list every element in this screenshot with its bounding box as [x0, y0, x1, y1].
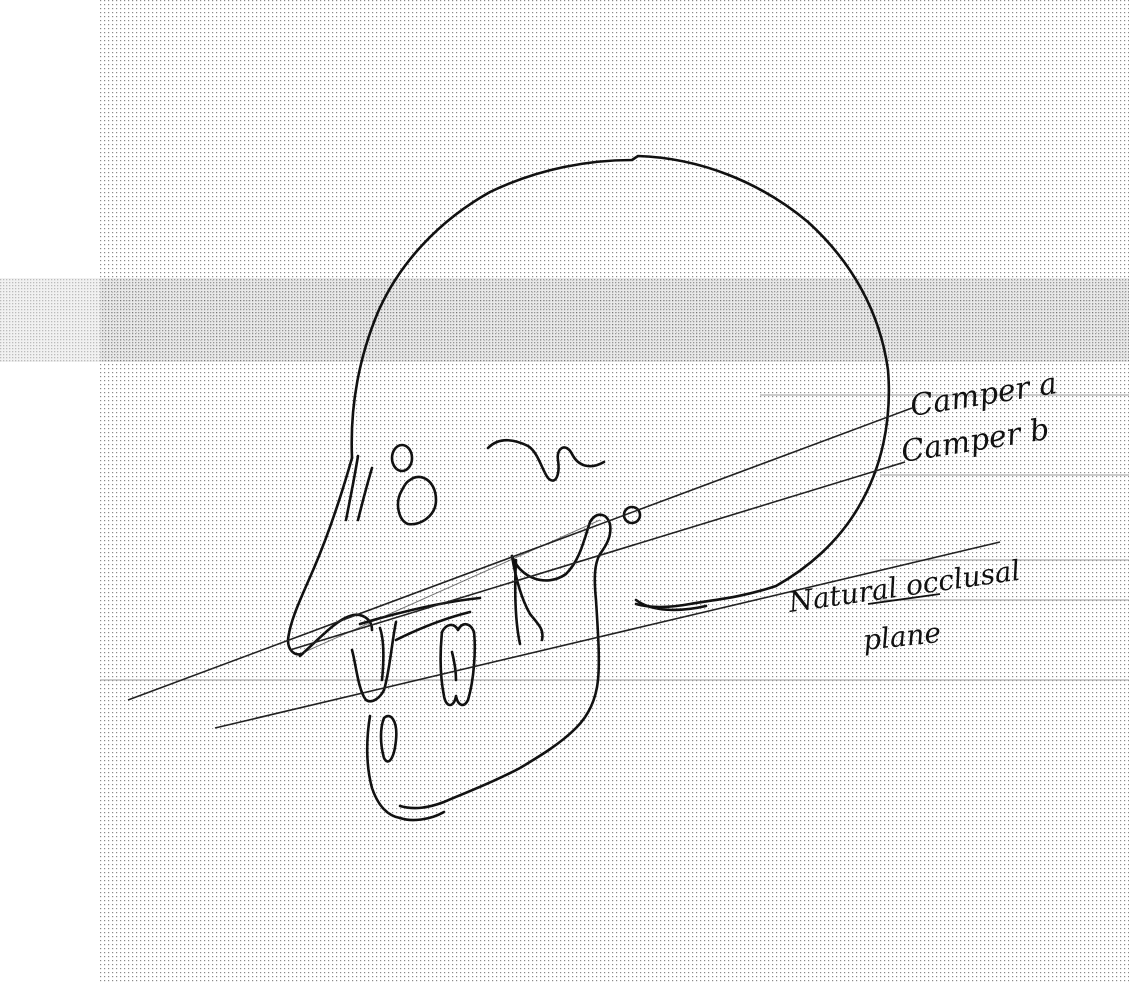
halftone-background: [100, 0, 1129, 983]
background-band-left: [0, 278, 100, 362]
background-band: [100, 278, 1129, 362]
